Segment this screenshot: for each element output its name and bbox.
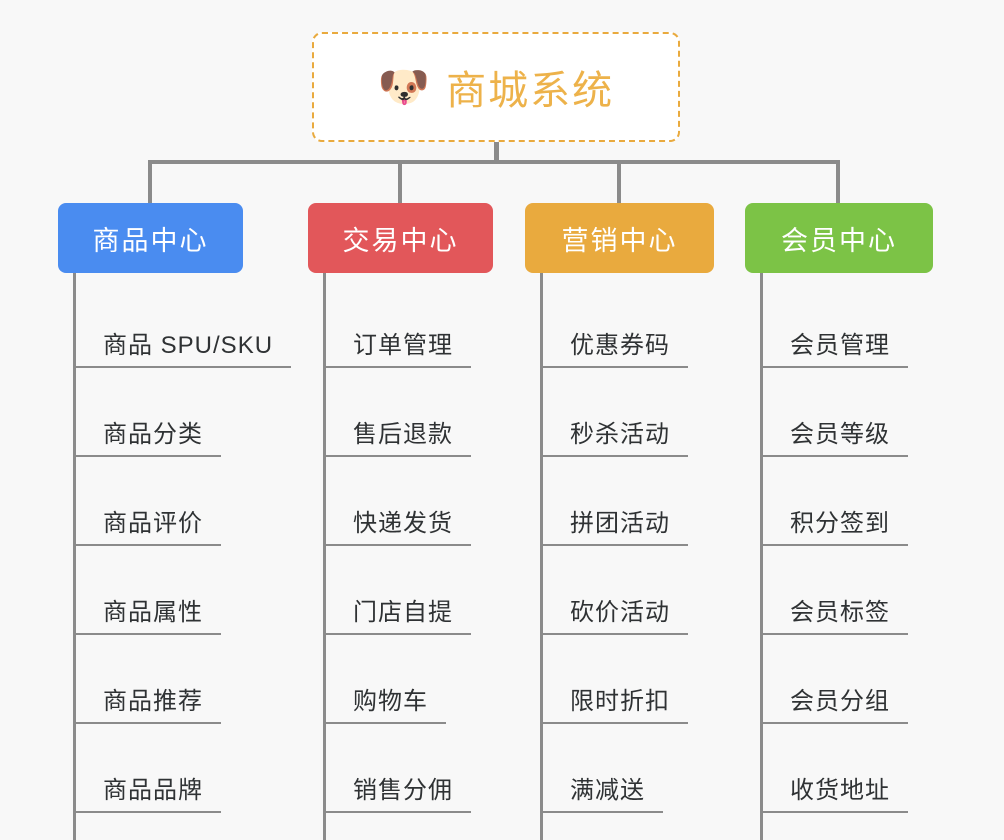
leaf-item-label: 商品属性 — [73, 592, 221, 635]
leaf-item[interactable]: 砍价活动 — [540, 546, 755, 635]
branch-column-product-center: 商品中心 商品 SPU/SKU 商品分类 商品评价 商品属性 商品推荐 商品品牌 — [58, 203, 292, 840]
leaf-item-label: 订单管理 — [323, 325, 471, 368]
leaf-item-label: 限时折扣 — [540, 681, 688, 724]
drop-connector-col-3 — [836, 160, 840, 205]
leaf-item[interactable]: 限时折扣 — [540, 635, 755, 724]
leaf-item[interactable]: 商品 SPU/SKU — [73, 279, 292, 368]
leaf-list-trade-center: 订单管理 售后退款 快递发货 门店自提 购物车 销售分佣 — [308, 273, 538, 840]
drop-connector-col-2 — [617, 160, 621, 205]
branch-header-marketing-center[interactable]: 营销中心 — [525, 203, 714, 273]
leaf-item[interactable]: 积分签到 — [760, 457, 975, 546]
trunk-connector — [540, 273, 543, 840]
drop-connector-col-1 — [398, 160, 402, 205]
branch-header-label: 营销中心 — [561, 225, 678, 256]
leaf-item-label: 快递发货 — [323, 503, 471, 546]
branch-header-label: 会员中心 — [781, 225, 897, 256]
leaf-item[interactable]: 销售分佣 — [323, 724, 538, 813]
drop-connector-col-0 — [148, 160, 152, 205]
leaf-item[interactable]: 满减送 — [540, 724, 755, 813]
trunk-connector — [73, 273, 76, 840]
branch-header-label: 商品中心 — [92, 225, 209, 256]
leaf-item[interactable]: 商品品牌 — [73, 724, 288, 813]
branch-header-label: 交易中心 — [342, 225, 459, 256]
leaf-item-label: 门店自提 — [323, 592, 471, 635]
leaf-item[interactable]: 会员管理 — [760, 279, 975, 368]
leaf-item-label: 拼团活动 — [540, 503, 688, 546]
leaf-item-label: 销售分佣 — [323, 770, 471, 813]
leaf-item-label: 积分签到 — [760, 503, 908, 546]
leaf-item[interactable]: 优惠券码 — [540, 279, 755, 368]
leaf-item-label: 商品品牌 — [73, 770, 221, 813]
leaf-item-label: 商品分类 — [73, 414, 221, 457]
leaf-item-label: 商品推荐 — [73, 681, 221, 724]
leaf-item-label: 商品 SPU/SKU — [73, 325, 292, 368]
leaf-item[interactable]: 拼团活动 — [540, 457, 755, 546]
leaf-item-label: 砍价活动 — [540, 592, 688, 635]
leaf-list-member-center: 会员管理 会员等级 积分签到 会员标签 会员分组 收货地址 — [745, 273, 975, 840]
leaf-item-label: 秒杀活动 — [540, 414, 688, 457]
branch-header-trade-center[interactable]: 交易中心 — [308, 203, 493, 273]
leaf-item[interactable]: 快递发货 — [323, 457, 538, 546]
leaf-item[interactable]: 秒杀活动 — [540, 368, 755, 457]
leaf-item[interactable]: 收货地址 — [760, 724, 975, 813]
trunk-connector — [323, 273, 326, 840]
branch-column-member-center: 会员中心 会员管理 会员等级 积分签到 会员标签 会员分组 收货地址 — [745, 203, 975, 840]
leaf-item[interactable]: 会员分组 — [760, 635, 975, 724]
root-node-label: 商城系统 — [446, 69, 615, 113]
leaf-item[interactable]: 会员标签 — [760, 546, 975, 635]
branch-column-marketing-center: 营销中心 优惠券码 秒杀活动 拼团活动 砍价活动 限时折扣 满减送 — [525, 203, 755, 840]
leaf-item[interactable]: 商品属性 — [73, 546, 288, 635]
leaf-item-label: 优惠券码 — [540, 325, 688, 368]
leaf-item-label: 会员分组 — [760, 681, 908, 724]
branch-column-trade-center: 交易中心 订单管理 售后退款 快递发货 门店自提 购物车 销售分佣 — [308, 203, 538, 840]
leaf-item[interactable]: 订单管理 — [323, 279, 538, 368]
root-stem-connector — [494, 142, 499, 164]
shiba-dog-face-icon: 🐶 — [377, 63, 431, 110]
leaf-list-product-center: 商品 SPU/SKU 商品分类 商品评价 商品属性 商品推荐 商品品牌 — [58, 273, 292, 840]
branch-header-product-center[interactable]: 商品中心 — [58, 203, 243, 273]
trunk-connector — [760, 273, 763, 840]
horizontal-bus-connector — [150, 160, 840, 164]
leaf-list-marketing-center: 优惠券码 秒杀活动 拼团活动 砍价活动 限时折扣 满减送 — [525, 273, 755, 840]
leaf-item-label: 购物车 — [323, 681, 446, 724]
leaf-item-label: 会员管理 — [760, 325, 908, 368]
leaf-item[interactable]: 售后退款 — [323, 368, 538, 457]
leaf-item-label: 满减送 — [540, 770, 663, 813]
leaf-item[interactable]: 商品推荐 — [73, 635, 288, 724]
leaf-item[interactable]: 商品评价 — [73, 457, 288, 546]
leaf-item[interactable]: 门店自提 — [323, 546, 538, 635]
leaf-item-label: 售后退款 — [323, 414, 471, 457]
branch-header-member-center[interactable]: 会员中心 — [745, 203, 933, 273]
leaf-item[interactable]: 商品分类 — [73, 368, 288, 457]
leaf-item[interactable]: 会员等级 — [760, 368, 975, 457]
leaf-item[interactable]: 购物车 — [323, 635, 538, 724]
leaf-item-label: 会员等级 — [760, 414, 908, 457]
leaf-item-label: 收货地址 — [760, 770, 908, 813]
leaf-item-label: 商品评价 — [73, 503, 221, 546]
leaf-item-label: 会员标签 — [760, 592, 908, 635]
root-node[interactable]: 🐶 商城系统 — [312, 32, 680, 142]
